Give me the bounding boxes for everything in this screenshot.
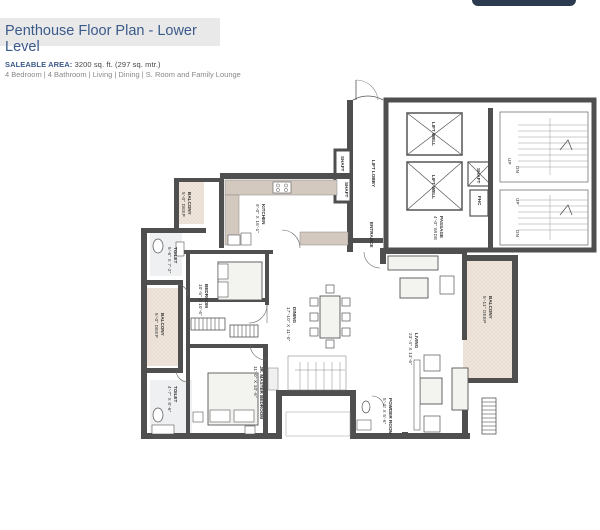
label-passage: PASSAGE [439, 216, 444, 238]
label-shaft-1: SHAFT [340, 156, 345, 172]
dim-balcony-kitchen: 5'-0" DEEP [181, 192, 186, 217]
dim-powder: 5'-3" X 5'-6" [382, 398, 387, 425]
stair-treads [518, 118, 588, 240]
label-jr-master: JR. MASTER BEDROOM [259, 366, 264, 419]
wardrobe-1 [190, 317, 226, 331]
dim-balcony-right: 5'-11" DEEP [482, 296, 487, 323]
lounge-table [399, 277, 429, 299]
saleable-value: 3200 sq. ft. (297 sq. mtr.) [74, 60, 161, 69]
label-shaft-3: SHAFT [476, 168, 481, 184]
dining-chairs [309, 284, 351, 349]
page-title: Penthouse Floor Plan - Lower Level [5, 23, 197, 55]
label-bedroom: BEDROOM [204, 284, 209, 308]
living-table [419, 377, 443, 405]
label-fhc: FHC [477, 196, 482, 206]
label-living: LIVING [414, 333, 419, 349]
label-powder: POWDER ROOM [388, 398, 393, 434]
stair-mark-3: UP [515, 198, 520, 205]
label-entrance: ENTRANCE [369, 222, 374, 248]
page-title-bar: Penthouse Floor Plan - Lower Level [0, 18, 220, 55]
dim-dining: 17'-10" X 11'-0" [286, 307, 291, 342]
dim-kitchen: 9'-0" X 16'-1" [255, 204, 260, 233]
kitchen-counter-bottom [299, 231, 349, 246]
label-lift-well-1: LIFT WELL [431, 122, 436, 146]
door-swings [175, 229, 385, 409]
dim-living: 23'-4" X 13'-6" [408, 333, 413, 365]
dim-bedroom: 10'-5" X 10'-6" [198, 284, 203, 316]
label-balcony-kitchen: BALCONY [187, 192, 192, 215]
saleable-area: SALEABLE AREA: 3200 sq. ft. (297 sq. mtr… [5, 60, 161, 69]
label-dining: DINING [292, 307, 297, 324]
balcony-left-floor [146, 288, 179, 366]
wardrobe-2 [229, 324, 259, 338]
balcony-right-floor [463, 261, 512, 381]
label-lift-lobby: LIFT LOBBY [371, 160, 376, 187]
label-balcony-left: BALCONY [160, 313, 165, 336]
internal-stair [287, 355, 347, 391]
label-kitchen: KITCHEN [261, 204, 266, 225]
stair-mark-2: DN [515, 166, 520, 173]
dim-jr-master: 11'-0" X 10'-6" [253, 366, 258, 398]
label-balcony-right: BALCONY [488, 296, 493, 319]
label-toilet-1: TOILET [173, 247, 178, 263]
label-shaft-2: SHAFT [344, 182, 349, 198]
saleable-label: SALEABLE AREA: [5, 60, 73, 69]
label-lift-well-2: LIFT WELL [431, 175, 436, 199]
dim-toilet-2: 4'-7" X 8'-6" [167, 386, 172, 413]
stair-mark-1: UP [507, 158, 512, 165]
living-sofa [451, 367, 469, 411]
wardrobe-3 [481, 397, 497, 435]
label-toilet-2: TOILET [173, 386, 178, 402]
room-labels: BALCONY 5'-0" DEEP KITCHEN 9'-0" X 16'-1… [154, 122, 520, 434]
stair-upper [499, 111, 589, 183]
dining-table [319, 295, 341, 339]
stair-mark-4: DN [515, 230, 520, 237]
kitchen-wall-top [220, 173, 350, 179]
dim-passage: 4'-0" WIDE [433, 216, 438, 240]
balcony-kitchen-floor [178, 182, 204, 224]
dim-balcony-left: 5'-0" DEEP [154, 313, 159, 338]
stair-lower [499, 189, 589, 246]
dim-toilet-1: 5'-6" X 7'-2" [167, 247, 172, 274]
stair-wall [488, 108, 493, 248]
lounge-sofa [387, 255, 439, 271]
room-summary: 4 Bedroom | 4 Bathroom | Living | Dining… [5, 70, 241, 79]
brand-logo [472, 0, 576, 6]
